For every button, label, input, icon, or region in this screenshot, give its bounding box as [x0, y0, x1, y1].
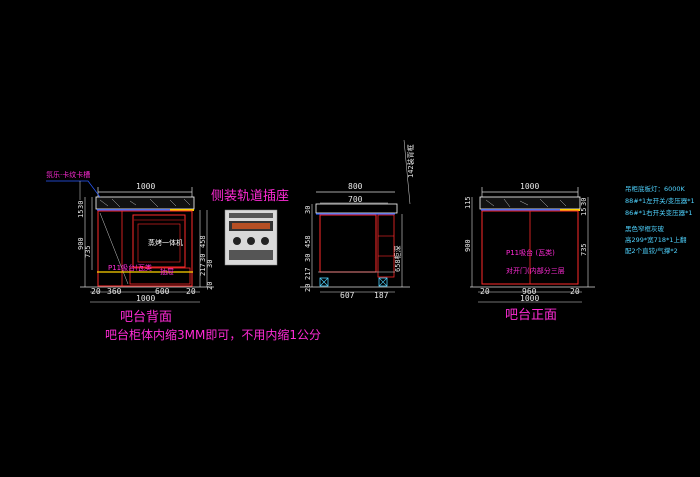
- front-bottom-width: 1000: [520, 294, 539, 303]
- side-ldim-458: 458: [304, 235, 312, 248]
- back-note: 吧台柜体内缩3MM即可，不用内缩1公分: [105, 327, 321, 342]
- back-rdim-458: 458: [199, 235, 207, 248]
- spec-note-6: 配2个直铰/气撑*2: [625, 246, 678, 255]
- front-counter-label: P11吸台 (瓦类): [506, 248, 555, 257]
- back-view: 1000 蒸烤一体机 P11吸台(瓦类 抽屉 30 15 735 900: [46, 170, 214, 303]
- back-bdim-20b: 20: [186, 287, 196, 296]
- side-rotated-note: 142装背框: [406, 144, 415, 178]
- back-dim-900: 900: [77, 237, 85, 250]
- front-ldim-900: 900: [464, 239, 472, 252]
- back-bdim-360: 360: [107, 287, 122, 296]
- front-caption: 吧台正面: [505, 308, 557, 323]
- side-rdim-658: 658柜深: [393, 245, 402, 272]
- back-rdim-20: 20: [206, 282, 214, 290]
- back-counter-label: P11吸台(瓦类: [108, 263, 152, 272]
- spec-notes: 吊柜底板灯：6000K 88#*1左开关/变压器*1 86#*1右开关变压器*1…: [625, 184, 695, 255]
- socket-title: 侧装轨道插座: [211, 189, 289, 204]
- front-door-label: 对开门(内部分三层: [506, 266, 565, 275]
- spec-note-4: 黑色窄框灰玻: [625, 224, 665, 233]
- side-top-width: 800: [348, 182, 363, 191]
- back-rdim-217: 217: [199, 263, 207, 276]
- back-top-width: 1000: [136, 182, 155, 191]
- side-inner-width: 700: [348, 195, 363, 204]
- back-bdim-20a: 20: [91, 287, 101, 296]
- back-rdim-30b: 30: [206, 260, 214, 268]
- drawer-label: 抽屉: [160, 267, 174, 276]
- front-ldim-115: 115: [464, 196, 472, 209]
- front-bdim-20a: 20: [480, 287, 490, 296]
- front-rdim-15: 15: [580, 208, 588, 216]
- back-bdim-600: 600: [155, 287, 170, 296]
- back-dim-30: 30: [77, 201, 85, 209]
- side-ldim-30b: 30: [304, 254, 312, 262]
- back-bottom-width: 1000: [136, 294, 155, 303]
- back-caption: 吧台背面: [120, 310, 172, 325]
- front-top-width: 1000: [520, 182, 539, 191]
- front-bdim-960: 960: [522, 287, 537, 296]
- back-dim-15: 15: [77, 210, 85, 218]
- side-ldim-30a: 30: [304, 206, 312, 214]
- back-dim-735: 735: [84, 245, 92, 258]
- socket-callout: 侧装轨道插座: [211, 189, 289, 266]
- spec-note-1: 吊柜底板灯：6000K: [625, 184, 686, 193]
- back-callout: 氛乐·卡纹卡槽: [46, 170, 90, 179]
- appliance-label: 蒸烤一体机: [148, 238, 183, 247]
- spec-note-5: 高299*宽718*1上翻: [625, 235, 687, 244]
- spec-note-3: 86#*1右开关变压器*1: [625, 208, 693, 217]
- side-ldim-217: 217: [304, 267, 312, 280]
- side-bdim-187: 187: [374, 291, 389, 300]
- side-ldim-20: 20: [304, 284, 312, 292]
- front-rdim-30: 30: [580, 198, 588, 206]
- front-bdim-20b: 20: [570, 287, 580, 296]
- side-view: 800 700 30 458 30 217 20 658柜深 607 187: [300, 139, 415, 300]
- spec-note-2: 88#*1左开关/变压器*1: [625, 196, 695, 205]
- side-bdim-607: 607: [340, 291, 355, 300]
- back-rdim-30a: 30: [199, 254, 207, 262]
- front-view: 1000 P11吸台 (瓦类) 对开门(内部分三层 115 900 30 15 …: [464, 182, 595, 303]
- front-rdim-735: 735: [580, 243, 588, 256]
